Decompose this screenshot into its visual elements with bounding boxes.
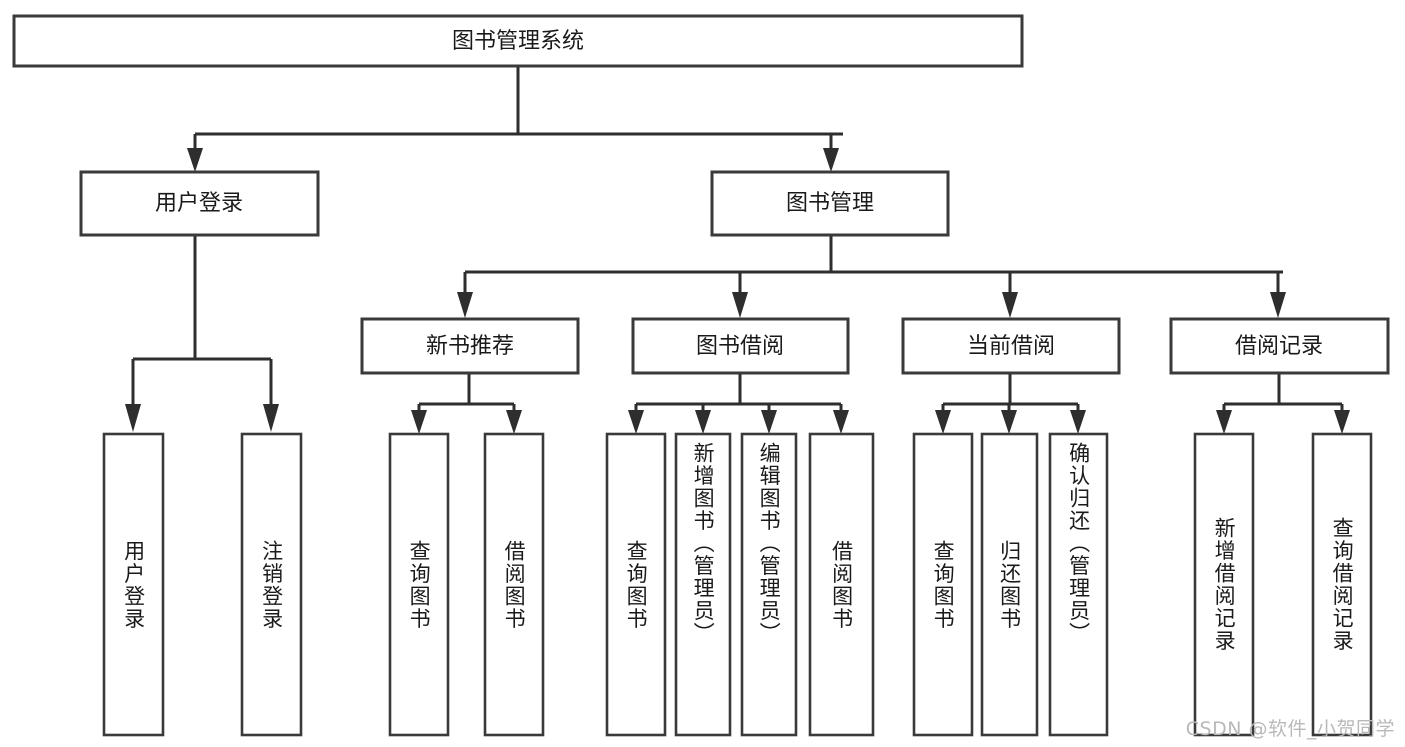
arrow-head-leaf-query-book-2	[628, 410, 644, 434]
node-user-login-box[interactable]	[79, 170, 320, 237]
node-book-manage[interactable]: 图书管理	[710, 170, 950, 237]
node-current-borrow-box[interactable]	[901, 317, 1121, 375]
arrow-head-new-book-recommend	[457, 292, 473, 318]
connector-new-book-to-leaves	[411, 373, 522, 434]
arrow-head-leaf-add-record	[1216, 410, 1232, 434]
arrow-head-user-login	[187, 148, 203, 172]
arrow-head-current-borrow	[1002, 292, 1018, 318]
node-root-label: 图书管理系统	[452, 29, 584, 54]
node-new-book-recommend[interactable]: 新书推荐	[360, 317, 580, 375]
arrow-head-borrow-record	[1270, 292, 1286, 318]
connector-book-borrow-to-leaves	[628, 373, 849, 434]
arrow-head-leaf-query-record	[1334, 410, 1350, 434]
arrow-head-leaf-user-login	[125, 404, 141, 432]
leaf-box-borrow-book-1[interactable]	[483, 432, 545, 737]
node-root-box[interactable]	[12, 14, 1024, 68]
leaf-box-add-record[interactable]	[1193, 432, 1255, 737]
node-book-borrow-box[interactable]	[631, 317, 850, 375]
connector-current-borrow-to-leaves	[935, 373, 1086, 434]
node-borrow-record-label: 借阅记录	[1235, 334, 1323, 359]
arrow-head-leaf-borrow-book-1	[506, 410, 522, 434]
leaf-boxes-new-book-recommend	[388, 432, 545, 737]
node-new-book-recommend-label: 新书推荐	[426, 334, 514, 359]
node-book-manage-box[interactable]	[710, 170, 950, 237]
leaf-box-logout[interactable]	[240, 432, 303, 737]
leaf-boxes-current-borrow	[912, 432, 1109, 737]
leaf-box-confirm-return[interactable]	[1048, 432, 1109, 737]
arrow-head-book-manage	[823, 148, 839, 172]
node-root[interactable]: 图书管理系统	[12, 14, 1024, 68]
leaf-box-query-record[interactable]	[1311, 432, 1373, 737]
leaf-box-borrow-book-2[interactable]	[808, 432, 875, 737]
node-borrow-record-box[interactable]	[1169, 317, 1390, 375]
node-borrow-record[interactable]: 借阅记录	[1169, 317, 1390, 375]
leaf-box-query-book-1[interactable]	[388, 432, 450, 737]
leaf-box-edit-book[interactable]	[740, 432, 798, 737]
arrow-head-leaf-confirm-return	[1070, 410, 1086, 434]
leaf-box-query-book-3[interactable]	[912, 432, 974, 737]
arrow-head-leaf-logout	[263, 404, 279, 432]
leaf-boxes-book-borrow	[605, 432, 875, 737]
connector-borrow-record-to-leaves	[1216, 373, 1350, 434]
arrow-head-leaf-borrow-book-2	[833, 410, 849, 434]
node-current-borrow[interactable]: 当前借阅	[901, 317, 1121, 375]
arrow-head-leaf-query-book-1	[411, 410, 427, 434]
node-user-login[interactable]: 用户登录	[79, 170, 320, 237]
leaf-box-user-login[interactable]	[102, 432, 165, 737]
node-current-borrow-label: 当前借阅	[967, 334, 1055, 359]
node-user-login-label: 用户登录	[155, 191, 243, 216]
connector-user-login-to-leaves	[125, 235, 279, 432]
csdn-watermark: CSDN @软件_小贺同学	[1185, 718, 1395, 740]
leaf-box-add-book[interactable]	[674, 432, 732, 737]
connector-root-to-level2	[187, 66, 843, 172]
leaf-box-query-book-2[interactable]	[605, 432, 667, 737]
arrow-head-leaf-edit-book	[761, 410, 777, 434]
leaf-box-return-book[interactable]	[980, 432, 1039, 737]
node-book-borrow-label: 图书借阅	[696, 334, 784, 359]
leaf-boxes-borrow-record	[1193, 432, 1373, 737]
arrow-head-leaf-return-book	[1001, 410, 1017, 434]
leaf-boxes-user-login	[102, 432, 303, 737]
node-book-borrow[interactable]: 图书借阅	[631, 317, 850, 375]
connector-book-manage-to-level3	[457, 235, 1286, 318]
arrow-head-leaf-add-book	[695, 410, 711, 434]
arrow-head-book-borrow	[732, 292, 748, 318]
arrow-head-leaf-query-book-3	[935, 410, 951, 434]
node-new-book-recommend-box[interactable]	[360, 317, 580, 375]
node-book-manage-label: 图书管理	[786, 191, 874, 216]
